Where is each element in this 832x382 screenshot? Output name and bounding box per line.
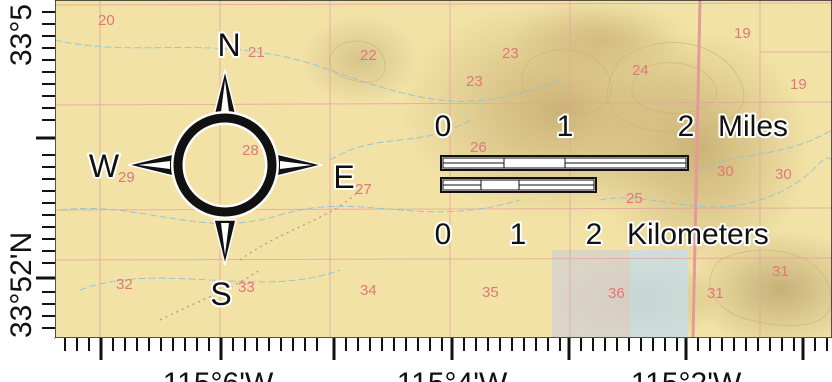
scale-unit-label: Kilometers bbox=[627, 218, 769, 251]
scale-unit-label: Miles bbox=[718, 110, 788, 143]
section-number: 30 bbox=[775, 166, 792, 183]
compass-west-label: W bbox=[89, 148, 120, 184]
section-number: 22 bbox=[360, 47, 377, 64]
longitude-axis: 115°6'W 115°4'W 115°2'W bbox=[55, 338, 832, 382]
longitude-label: 115°6'W bbox=[163, 367, 274, 382]
longitude-label: 115°2'W bbox=[631, 367, 742, 382]
section-number: 29 bbox=[118, 169, 135, 186]
section-number: 32 bbox=[116, 276, 133, 293]
section-number: 26 bbox=[470, 139, 487, 156]
compass-east-label: E bbox=[333, 159, 354, 195]
section-number: 36 bbox=[608, 285, 625, 302]
compass-south-label: S bbox=[210, 276, 231, 312]
scale-bar-miles: 0 1 2 Miles bbox=[433, 108, 790, 171]
section-number: 33 bbox=[238, 279, 255, 296]
latitude-label: 33°52'N bbox=[5, 232, 38, 338]
section-number: 25 bbox=[626, 190, 643, 207]
latitude-axis: 33°5 33°52'N bbox=[0, 0, 55, 338]
section-number: 24 bbox=[632, 62, 649, 79]
section-number: 23 bbox=[466, 73, 483, 90]
section-number: 35 bbox=[482, 284, 499, 301]
scale-bar-kilometers: 0 1 2 Kilometers bbox=[433, 177, 771, 253]
scale-tick-label: 1 bbox=[510, 218, 527, 251]
scale-tick-label: 0 bbox=[435, 110, 452, 143]
section-number: 19 bbox=[734, 25, 751, 42]
latitude-label: 33°5 bbox=[5, 4, 38, 66]
section-number: 28 bbox=[242, 142, 259, 159]
scale-bar: 0 1 2 Miles 0 1 2 Kilometers bbox=[433, 108, 790, 253]
section-number: 20 bbox=[98, 12, 115, 29]
section-number: 31 bbox=[707, 285, 724, 302]
compass-rose: N S W E bbox=[87, 25, 357, 314]
section-number: 34 bbox=[360, 282, 377, 299]
section-number: 31 bbox=[772, 263, 789, 280]
scale-tick-label: 1 bbox=[557, 110, 574, 143]
section-number: 30 bbox=[717, 163, 734, 180]
section-number: 19 bbox=[790, 76, 807, 93]
scale-tick-label: 0 bbox=[435, 218, 452, 251]
longitude-label: 115°4'W bbox=[397, 367, 508, 382]
scale-tick-label: 2 bbox=[678, 110, 695, 143]
section-number: 21 bbox=[248, 44, 265, 61]
section-number: 27 bbox=[355, 181, 372, 198]
scale-tick-label: 2 bbox=[586, 218, 603, 251]
section-number: 23 bbox=[502, 45, 519, 62]
compass-north-label: N bbox=[217, 27, 240, 63]
